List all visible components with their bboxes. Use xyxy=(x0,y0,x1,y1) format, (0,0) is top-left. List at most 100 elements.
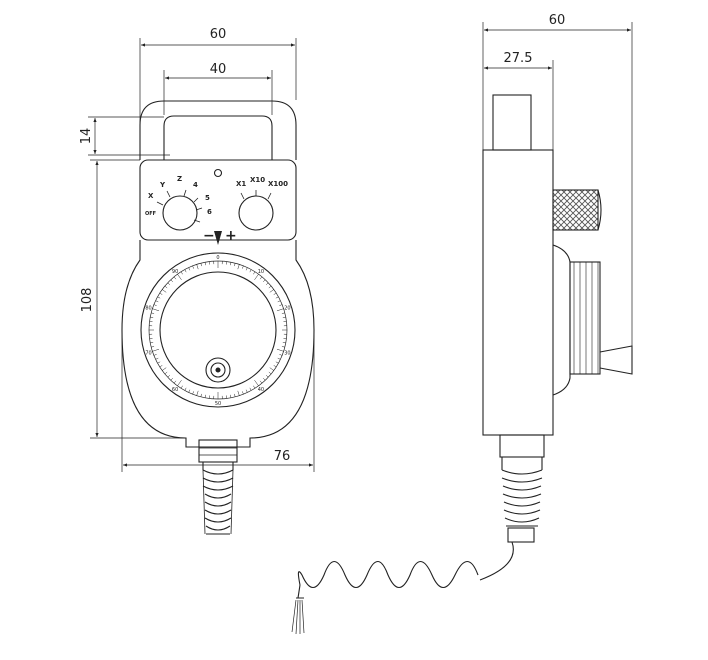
coiled-cable xyxy=(297,560,479,589)
dial-tick xyxy=(249,387,252,391)
dial-scale-label: 80 xyxy=(145,305,151,311)
dial-pointer xyxy=(214,231,222,245)
dial-tick xyxy=(180,271,183,275)
side-wheel-knurl xyxy=(573,262,599,374)
dial-tick xyxy=(265,374,269,378)
dial-scale-label: 60 xyxy=(172,387,178,393)
dial-tick xyxy=(159,292,163,295)
axis-label-y: Y xyxy=(159,181,166,189)
dial-tick xyxy=(275,296,279,299)
side-wheel-rim xyxy=(569,261,601,375)
dial-tick xyxy=(277,300,281,303)
dial-tick xyxy=(200,393,202,397)
side-knob xyxy=(552,189,599,231)
dial-tick xyxy=(281,346,285,348)
dial-tick xyxy=(170,279,174,283)
step-label-x100: X100 xyxy=(268,180,288,188)
front-connector-ribs xyxy=(199,447,237,456)
axis-label-5: 5 xyxy=(205,194,210,202)
dial-tick xyxy=(275,361,279,364)
dial-scale-label: 70 xyxy=(145,351,151,357)
dial-scale-label: 90 xyxy=(172,269,178,275)
dial-tick xyxy=(277,357,281,360)
dial-plus: + xyxy=(225,228,237,244)
dial-tick xyxy=(254,274,259,280)
dial-tick xyxy=(262,279,266,283)
dial-tick xyxy=(242,265,244,269)
dial-tick xyxy=(157,296,161,299)
dial-tick xyxy=(177,380,182,386)
dial-tick xyxy=(237,264,240,270)
dim-front-width: 60 xyxy=(210,27,227,42)
dial-tick xyxy=(259,276,263,280)
side-connector xyxy=(499,434,545,458)
dial-tick xyxy=(245,389,248,393)
dial-tick xyxy=(157,361,161,364)
dial-tick xyxy=(192,391,194,395)
dial-tick xyxy=(200,263,202,267)
wheel-crank-center xyxy=(215,367,221,373)
axis-label-6: 6 xyxy=(207,208,212,216)
dial-tick xyxy=(265,282,269,286)
dial-tick xyxy=(230,262,232,266)
dial-tick xyxy=(273,292,277,295)
dial-tick xyxy=(259,380,263,384)
handwheel-inner xyxy=(159,271,277,389)
wheel-crank-inner xyxy=(210,362,226,378)
dial-tick xyxy=(152,348,160,352)
indicator-led xyxy=(213,168,223,178)
dial-tick xyxy=(152,308,160,312)
handwheel-ticks xyxy=(149,261,287,399)
dial-tick xyxy=(282,316,286,318)
side-handle xyxy=(492,94,532,151)
handwheel-scale-ring xyxy=(148,260,288,400)
dim-handle-width: 40 xyxy=(210,62,227,77)
dial-tick xyxy=(196,264,199,270)
side-view xyxy=(291,94,633,635)
dial-tick xyxy=(234,393,236,397)
dim-body-height: 108 xyxy=(80,288,95,313)
dial-tick xyxy=(153,304,157,306)
dial-tick xyxy=(269,289,274,293)
dial-tick xyxy=(173,380,177,384)
front-connector xyxy=(198,439,238,463)
step-selector-knob xyxy=(238,195,274,231)
axis-label-off: OFF xyxy=(145,211,156,217)
dial-tick xyxy=(273,365,277,368)
dial-tick xyxy=(184,387,187,391)
side-cable-sleeve xyxy=(501,457,543,527)
dial-tick xyxy=(204,394,206,398)
dial-tick xyxy=(164,285,168,289)
side-wheel-profile xyxy=(552,244,571,396)
dial-tick xyxy=(177,274,182,280)
front-handle-inner xyxy=(163,115,273,160)
dial-minus: − xyxy=(203,228,215,244)
dial-tick xyxy=(151,312,155,314)
dial-tick xyxy=(253,385,256,389)
dial-tick xyxy=(162,289,167,293)
wheel-crank xyxy=(205,357,231,383)
dim-side-offset: 27.5 xyxy=(504,51,533,66)
dial-tick xyxy=(254,380,259,386)
dim-side-width: 60 xyxy=(549,13,566,28)
step-selector-ticks xyxy=(240,190,272,200)
dial-tick xyxy=(159,365,163,368)
side-cable-lead xyxy=(479,541,514,581)
dial-tick xyxy=(281,312,285,314)
dial-tick xyxy=(196,390,199,396)
front-cable-sleeve xyxy=(202,462,234,535)
dial-tick xyxy=(151,346,155,348)
dial-tick xyxy=(230,394,232,398)
front-view xyxy=(121,100,315,535)
dial-tick xyxy=(162,367,167,371)
dial-tick xyxy=(153,354,157,356)
front-handle xyxy=(139,100,297,160)
dial-tick xyxy=(192,265,194,269)
front-top-panel xyxy=(139,159,297,241)
dial-tick xyxy=(167,282,171,286)
side-cable-collar xyxy=(507,527,535,543)
dial-tick xyxy=(279,354,283,356)
front-cable-outline xyxy=(202,469,234,535)
